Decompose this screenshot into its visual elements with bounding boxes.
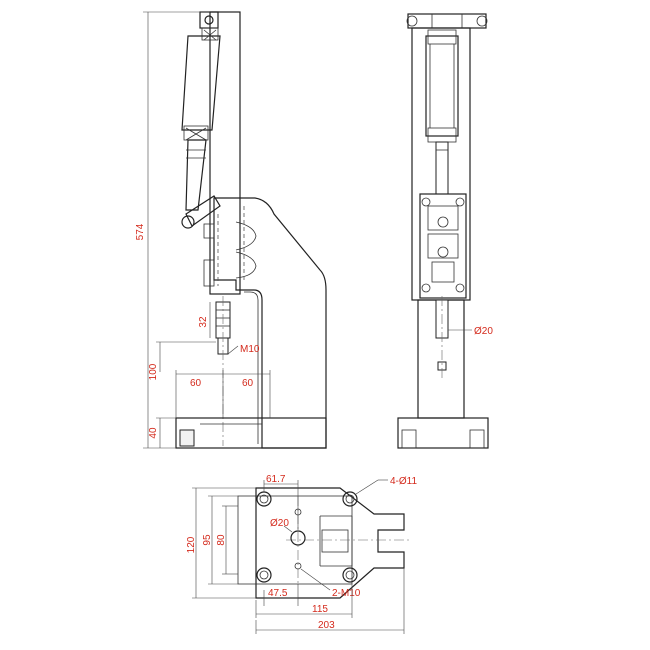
mount-hole-tr [342,491,358,507]
front-base [397,417,489,449]
cylinder-bottom-cap [183,125,209,141]
cylinder-top-cap [201,27,219,41]
dim-overall-height: 574 [135,223,146,240]
base-plan-view: 61.7 4-Ø11 Ø20 120 95 80 47.5 2-M10 [186,474,417,634]
link-pivot [181,215,195,229]
front-top-pin [407,13,487,29]
mount-hole-br [342,567,358,583]
casting-boss-lower [235,251,257,279]
front-view: Ø20 [397,13,493,449]
dim-center-to-end: 115 [312,604,328,615]
side-column [209,11,241,295]
piston-rod [185,139,207,211]
dim-thread: M10 [240,344,260,355]
dim-base-width-inner: 80 [216,534,227,546]
dim-throat-height: 100 [148,363,159,380]
dim-throat-right: 60 [242,378,254,389]
front-cylinder [425,35,459,137]
dim-center-hole: Ø20 [270,518,289,529]
dim-base-width-mid: 95 [202,534,213,546]
dim-base-height: 40 [148,427,159,439]
dim-hole-offset: 61.7 [266,474,286,485]
mount-hole-tl [256,491,272,507]
toggle-mechanism [419,193,467,299]
toggle-link [185,195,221,227]
side-view: 574 32 M10 100 60 60 40 [135,11,327,449]
casting-boss-upper [235,221,257,251]
frame-casting [213,197,327,449]
cylinder-body [181,35,221,131]
fork-slot [321,529,349,553]
dim-base-length: 203 [318,620,335,631]
dim-stroke: 32 [198,316,209,328]
dim-tapped-holes: 2-M10 [332,588,361,599]
side-base [175,417,327,449]
base-plate [255,487,405,599]
dim-base-width-outer: 120 [186,536,197,553]
dim-rod-diameter: Ø20 [474,326,493,337]
dim-mount-holes: 4-Ø11 [390,476,417,487]
top-pivot-pin [204,15,214,25]
mount-hole-bl [256,567,272,583]
dim-throat-left: 60 [190,378,202,389]
top-pivot-block [199,11,219,29]
dim-tap-offset: 47.5 [268,588,288,599]
